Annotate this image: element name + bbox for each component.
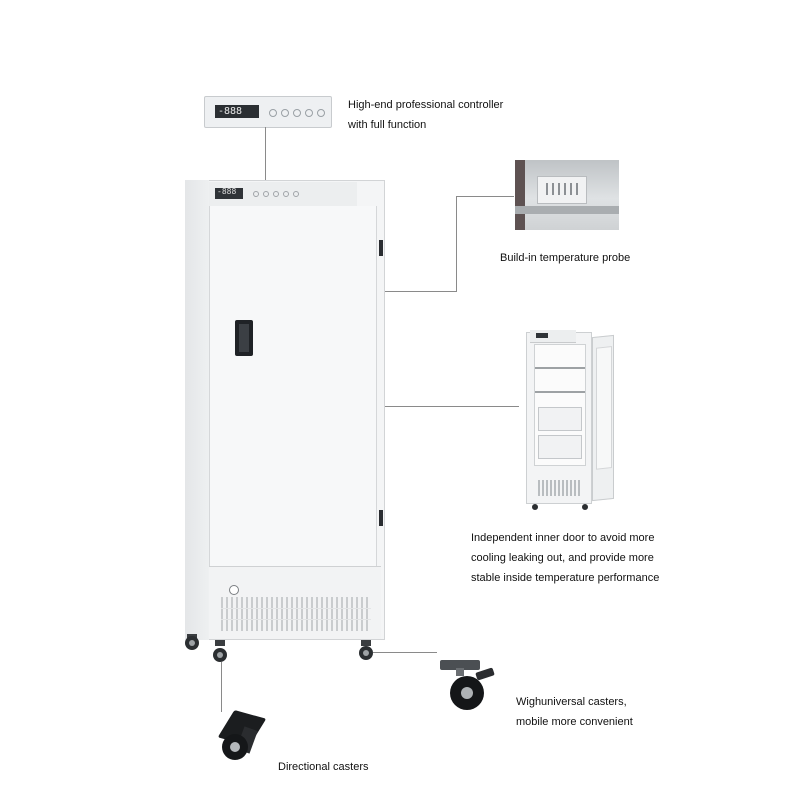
caster-wheel-icon [582, 504, 588, 510]
open-freezer-image [520, 330, 620, 510]
inner-door-caption: Independent inner door to avoid more coo… [471, 528, 659, 588]
open-outer-door [592, 334, 614, 502]
universal-caster-caption-line2: mobile more convenient [516, 716, 633, 728]
controller-display-value: -888 [218, 106, 243, 117]
controller-caption-line1: High-end professional controller [348, 99, 504, 111]
universal-caster-caption-line1: Wighuniversal casters, [516, 696, 627, 708]
freezer-key-icon [253, 191, 259, 197]
door-handle [235, 320, 253, 356]
temperature-probe-icon [537, 176, 587, 204]
cabinet-side [185, 180, 209, 640]
inner-door-caption-line1: Independent inner door to avoid more [471, 532, 655, 544]
caster-wheel-icon [532, 504, 538, 510]
inner-drawer [538, 407, 582, 431]
lock-icon [229, 585, 239, 595]
freezer-base [209, 566, 381, 639]
freezer-door [209, 206, 377, 566]
freezer-control-bar: -888 [209, 182, 357, 207]
controller-button-icon [293, 109, 301, 117]
freezer-display: -888 [215, 187, 243, 199]
freezer-key-icon [293, 191, 299, 197]
open-freezer-top [530, 330, 576, 343]
probe-leader-line [385, 291, 457, 292]
universal-caster-leader-line [373, 652, 437, 653]
inner-door-caption-line3: stable inside temperature performance [471, 572, 660, 584]
controller-leader-line [265, 127, 266, 185]
freezer-cabinet: -888 [185, 180, 385, 640]
controller-caption-line2: with full function [348, 119, 427, 131]
freezer-key-icon [263, 191, 269, 197]
door-hinge [379, 240, 383, 256]
controller-button-icon [305, 109, 313, 117]
inner-door-panel [596, 346, 612, 470]
freezer-display-value: -888 [217, 187, 237, 196]
inner-shelf [535, 367, 585, 369]
controller-button-icon [269, 109, 277, 117]
caster-wheel-icon [213, 648, 227, 662]
controller-display: -888 [215, 105, 259, 118]
probe-leader-line [456, 196, 514, 197]
door-hinge [379, 510, 383, 526]
vent-divider [221, 608, 371, 609]
freezer-key-icon [273, 191, 279, 197]
freezer-shelf [515, 206, 619, 214]
ventilation-grille [221, 597, 371, 631]
universal-caster-icon [436, 656, 500, 712]
caster-mount [215, 640, 225, 646]
directional-caster-caption: Directional casters [278, 757, 368, 777]
freezer-wall [515, 160, 525, 230]
caster-wheel-icon [359, 646, 373, 660]
temperature-probe-image [515, 160, 619, 230]
probe-caption-text: Build-in temperature probe [500, 252, 631, 264]
open-freezer-vent [538, 480, 582, 496]
probe-leader-line [456, 196, 457, 292]
vent-divider [221, 619, 371, 620]
directional-caster-leader-line [221, 662, 222, 712]
controller-button-icon [281, 109, 289, 117]
inner-compartment [534, 344, 586, 466]
controller-caption: High-end professional controller with fu… [348, 95, 503, 135]
directional-caster-icon [214, 708, 274, 764]
freezer-key-icon [283, 191, 289, 197]
caster-mount [361, 640, 371, 646]
inner-drawer [538, 435, 582, 459]
inner-shelf [535, 391, 585, 393]
probe-caption: Build-in temperature probe [500, 248, 630, 268]
caster-wheel-icon [185, 636, 199, 650]
directional-caster-caption-text: Directional casters [278, 761, 369, 773]
controller-button-icon [317, 109, 325, 117]
controller-panel-image: -888 [204, 96, 332, 128]
inner-door-caption-line2: cooling leaking out, and provide more [471, 552, 654, 564]
inner-door-leader-line [385, 406, 519, 407]
universal-caster-caption: Wighuniversal casters, mobile more conve… [516, 692, 633, 732]
